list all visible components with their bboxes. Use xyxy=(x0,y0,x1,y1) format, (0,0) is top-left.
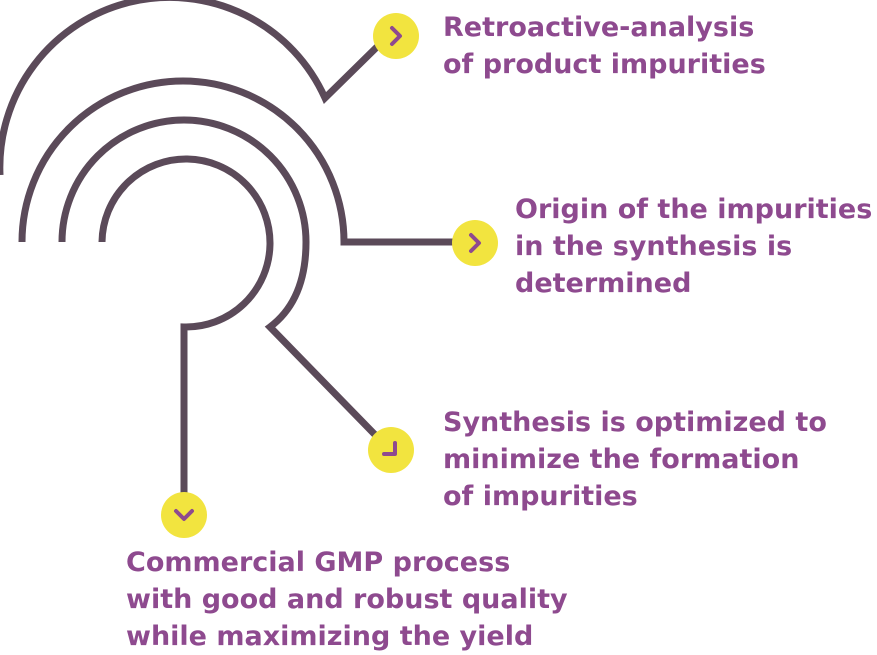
chevron-right-icon xyxy=(390,26,402,46)
step-badge-1 xyxy=(373,13,419,59)
step-badge-3 xyxy=(368,427,414,473)
step-1-text: Retroactive-analysis of product impuriti… xyxy=(443,9,766,83)
step-3-line-2: minimize the formation xyxy=(443,444,800,475)
arc-third xyxy=(58,116,388,448)
chevron-down-right-icon xyxy=(382,441,397,456)
step-3-line-3: of impurities xyxy=(443,481,638,512)
step-3-line-1: Synthesis is optimized to xyxy=(443,407,827,438)
step-2-line-1: Origin of the impurities xyxy=(515,194,873,225)
step-4-line-1: Commercial GMP process xyxy=(126,547,511,578)
chevron-right-icon xyxy=(469,233,481,253)
connector-lines xyxy=(0,0,463,510)
step-2-text: Origin of the impurities in the synthesi… xyxy=(515,191,872,302)
arc-outer xyxy=(0,0,385,175)
step-1-line-2: of product impurities xyxy=(443,49,766,80)
step-2-line-3: determined xyxy=(515,268,692,299)
arc-second xyxy=(18,77,463,246)
step-badge-2 xyxy=(452,220,498,266)
step-2-line-2: in the synthesis is xyxy=(515,231,793,262)
step-4-text: Commercial GMP process with good and rob… xyxy=(126,544,568,655)
step-1-line-1: Retroactive-analysis xyxy=(443,12,755,43)
step-badge-4 xyxy=(161,492,207,538)
chevron-down-icon xyxy=(174,509,194,521)
step-4-line-3: while maximizing the yield xyxy=(126,621,534,652)
step-4-line-2: with good and robust quality xyxy=(126,584,568,615)
arc-inner xyxy=(98,155,274,510)
step-3-text: Synthesis is optimized to minimize the f… xyxy=(443,404,827,515)
